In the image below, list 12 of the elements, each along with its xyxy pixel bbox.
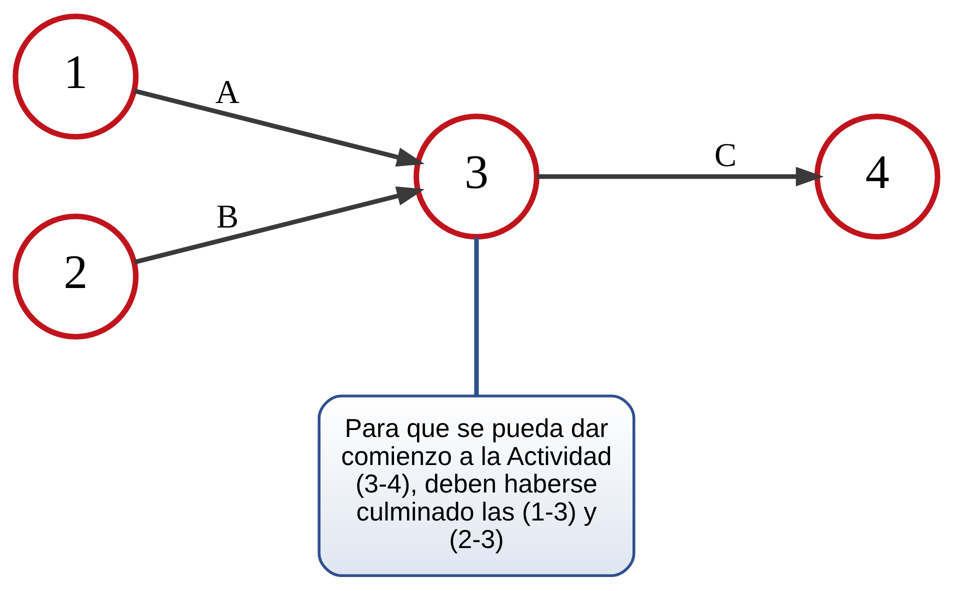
connector [474, 236, 479, 396]
arrow [536, 166, 824, 186]
arrow [134, 186, 425, 264]
node-circle: 1 [12, 13, 139, 140]
node-circle: 2 [12, 213, 139, 340]
edge-label: C [714, 136, 737, 174]
edge-label: A [215, 74, 240, 111]
edge-label: B [216, 198, 239, 235]
arrow [134, 88, 425, 166]
node-circle: 4 [814, 113, 940, 240]
node-circle: 3 [414, 113, 540, 240]
node-box: Para que se pueda dar comienzo a la Actividad (3-4), deben haberse culminado las (1-3) y (2-3) [318, 394, 636, 576]
